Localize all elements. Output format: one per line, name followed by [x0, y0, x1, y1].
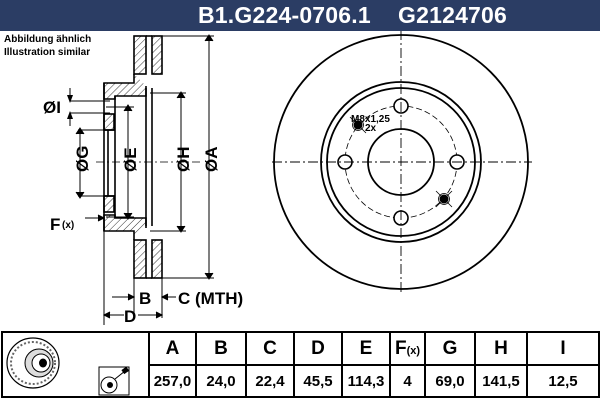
- value-d: 45,5: [293, 364, 343, 398]
- dim-label-h: ØH: [174, 147, 193, 173]
- col-header-f-suffix: (x): [406, 344, 421, 357]
- illustration-note: Abbildung ähnlich Illustration similar: [4, 33, 91, 59]
- col-header-g: G: [424, 331, 476, 366]
- col-header-b: B: [195, 331, 247, 366]
- note-line-de: Abbildung ähnlich: [4, 34, 92, 45]
- col-header-a: A: [148, 331, 197, 366]
- col-header-h: H: [474, 331, 528, 366]
- reference-number: G2124706: [398, 2, 508, 28]
- col-header-f-label: F: [394, 337, 407, 359]
- spec-table: A B C D E F(x) G H I 257,0 24,0 22,4 45,…: [1, 331, 600, 398]
- coated-disc-spray-icon: [98, 366, 130, 396]
- col-header-d: D: [293, 331, 343, 366]
- value-g: 69,0: [424, 364, 476, 398]
- dim-label-e: ØE: [121, 147, 140, 172]
- value-i: 12,5: [526, 364, 600, 398]
- technical-drawing: ØI ØG ØE ØH ØA F (x) B C (MTH) D M8x1,2: [43, 31, 532, 326]
- value-e: 114,3: [341, 364, 391, 398]
- value-c: 22,4: [245, 364, 295, 398]
- dim-label-d: D: [124, 307, 136, 326]
- dim-label-f-suffix: (x): [62, 220, 74, 231]
- thread-spec-label: M8x1,25: [351, 114, 390, 125]
- col-header-i: I: [526, 331, 600, 366]
- dim-label-b: B: [139, 289, 151, 308]
- dim-label-f: F: [50, 215, 60, 234]
- front-view: [272, 31, 532, 295]
- brake-disc-thumbnail-icon: [6, 337, 130, 396]
- title-bar: B1.G224-0706.1 G2124706: [0, 0, 600, 31]
- col-header-e: E: [341, 331, 391, 366]
- dim-label-a: ØA: [202, 147, 221, 173]
- col-header-c: C: [245, 331, 295, 366]
- value-b: 24,0: [195, 364, 247, 398]
- dim-label-c: C (MTH): [178, 289, 243, 308]
- value-h: 141,5: [474, 364, 528, 398]
- side-section-view: [103, 35, 163, 279]
- col-header-f: F(x): [389, 331, 426, 366]
- note-line-en: Illustration similar: [4, 47, 91, 58]
- dim-label-g: ØG: [73, 146, 92, 172]
- image-cell: [1, 331, 150, 398]
- thread-count-label: 2x: [365, 123, 377, 134]
- dim-label-i: ØI: [43, 98, 61, 117]
- dimension-lines: [67, 34, 214, 325]
- value-f: 4: [389, 364, 426, 398]
- part-number: B1.G224-0706.1: [198, 2, 371, 28]
- value-a: 257,0: [148, 364, 197, 398]
